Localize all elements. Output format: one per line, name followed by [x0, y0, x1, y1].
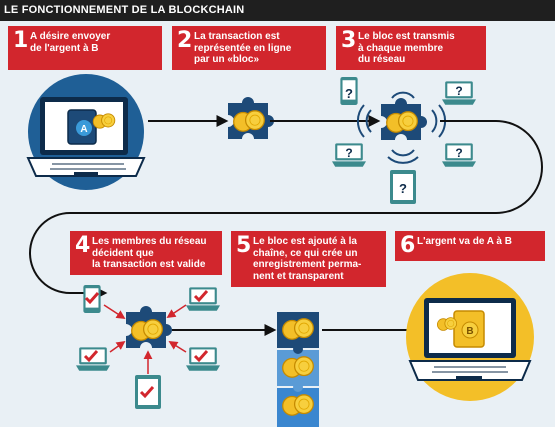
question-mark: ?: [345, 146, 352, 160]
title: LE FONCTIONNEMENT DE LA BLOCKCHAIN: [4, 4, 245, 16]
coins-icon: [92, 113, 116, 129]
coins-icon: [436, 317, 458, 331]
step-3-number: 3: [341, 28, 357, 53]
network-device-laptop-left: ?: [332, 143, 366, 167]
question-mark: ?: [455, 84, 462, 98]
step-2: 2 La transaction est représentée en lign…: [172, 26, 326, 70]
question-mark: ?: [455, 146, 462, 160]
step-2-number: 2: [177, 28, 193, 53]
step-3: 3 Le bloc est transmis à chaque membre d…: [336, 26, 486, 70]
title-bar: LE FONCTIONNEMENT DE LA BLOCKCHAIN: [0, 0, 555, 21]
step-6-text: L'argent va de A à B: [417, 236, 512, 247]
validator-phone: [83, 285, 126, 319]
receiver-label: B: [466, 326, 473, 337]
receiver-computer: B: [406, 273, 534, 401]
sender-label: A: [80, 124, 87, 135]
blockchain-chain: [277, 312, 319, 427]
arrow-3-4: [29, 120, 543, 299]
network-device-laptop-right: ?: [442, 143, 476, 167]
validator-laptop-top-right: [166, 287, 220, 318]
validator-laptop-right: [168, 341, 220, 371]
question-mark: ?: [345, 86, 353, 101]
step-1: 1 A désire envoyer de l'argent à B: [8, 26, 162, 70]
network-device-laptop-top-right: ?: [442, 81, 476, 105]
network-device-phone-top: ?: [340, 77, 358, 105]
step-4-number: 4: [75, 233, 91, 258]
step-5-text: Le bloc est ajouté à la chaîne, ce qui c…: [253, 236, 362, 282]
sender-computer: A: [26, 74, 146, 190]
step-4: 4 Les membres du réseau décident que la …: [70, 231, 222, 275]
network-device-tablet-bottom: ?: [390, 170, 416, 204]
step-5: 5 Le bloc est ajouté à la chaîne, ce qui…: [231, 231, 386, 287]
step-6-number: 6: [400, 233, 416, 258]
step-2-text: La transaction est représentée en ligne …: [194, 31, 292, 65]
validator-laptop-left: [76, 340, 126, 371]
step-4-text: Les membres du réseau décident que la tr…: [92, 236, 207, 270]
step-6: 6 L'argent va de A à B: [395, 231, 545, 261]
block-icon-step-2: [228, 97, 274, 139]
question-mark: ?: [399, 181, 407, 196]
block-icon-step-4: [126, 306, 172, 348]
block-icon-step-3: [381, 98, 427, 140]
step-1-number: 1: [13, 28, 29, 53]
validator-tablet: [135, 350, 161, 409]
step-3-text: Le bloc est transmis à chaque membre du …: [358, 31, 455, 65]
step-5-number: 5: [236, 233, 252, 258]
step-1-text: A désire envoyer de l'argent à B: [30, 31, 111, 54]
